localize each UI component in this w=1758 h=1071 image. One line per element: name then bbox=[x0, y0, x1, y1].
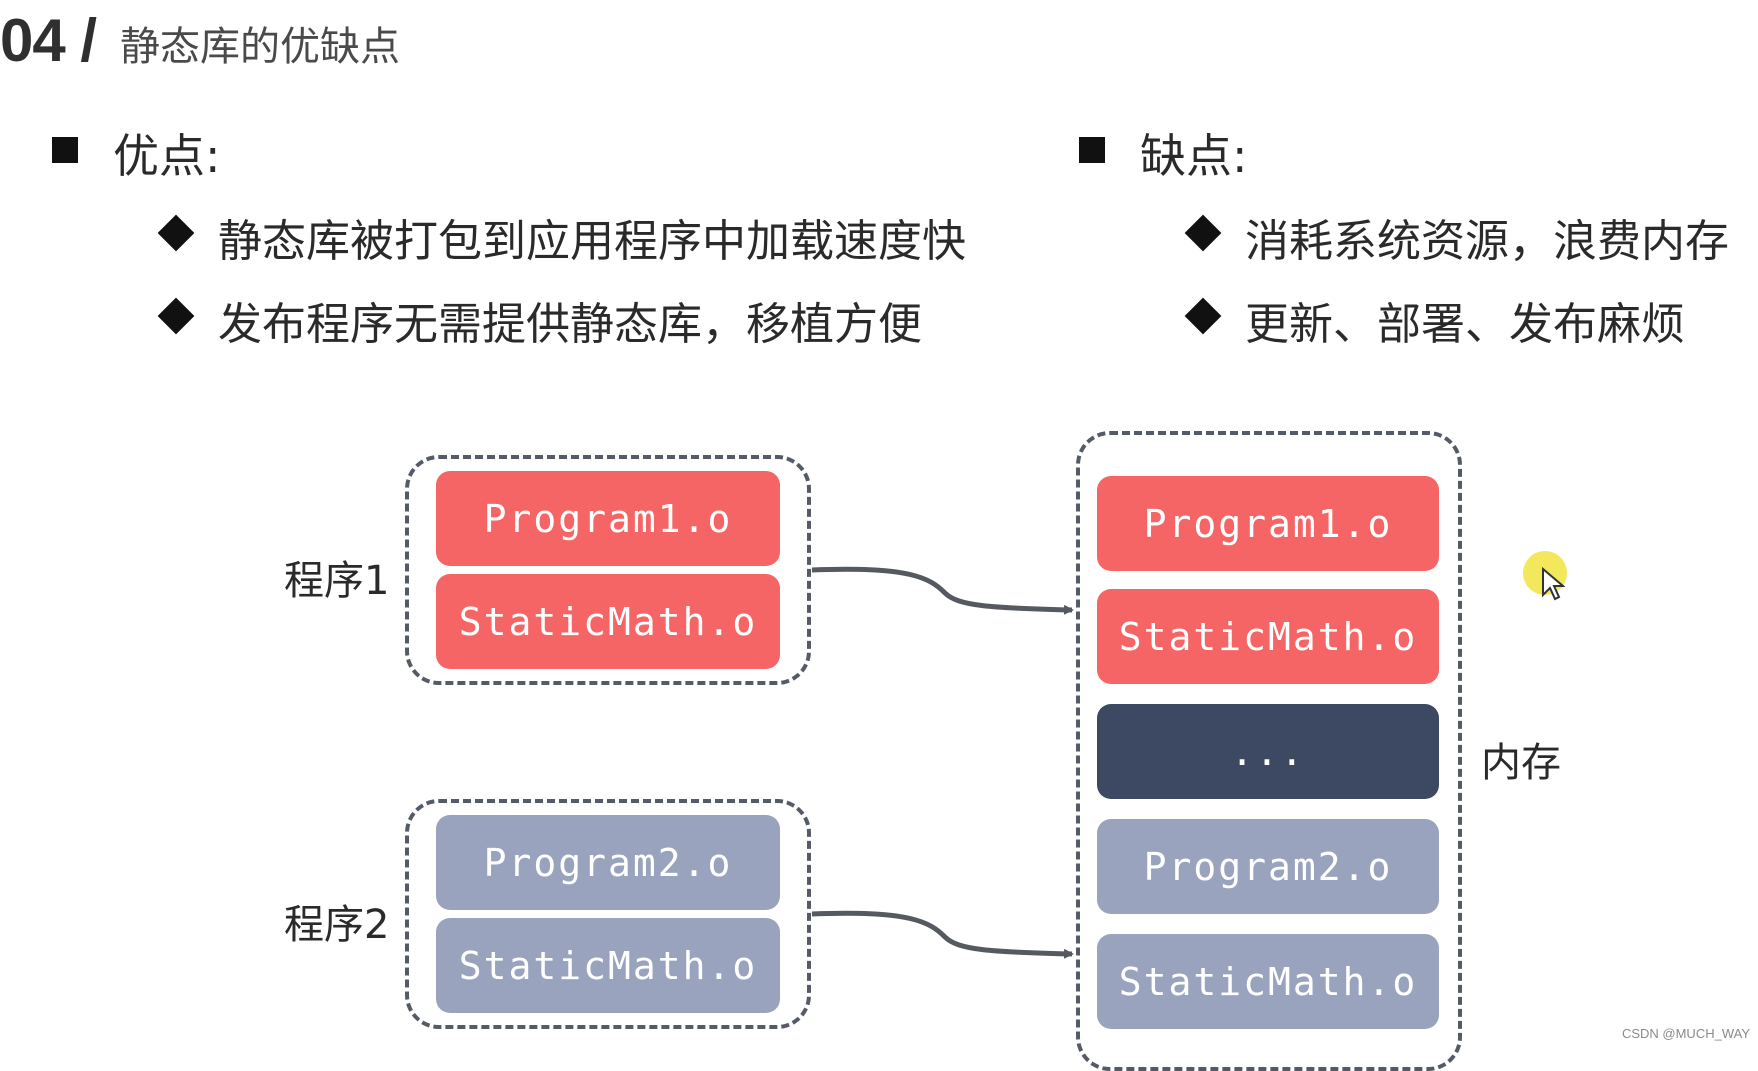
square-bullet-icon bbox=[1079, 137, 1105, 163]
connector-arrows bbox=[811, 566, 1074, 959]
program2-block-program: Program2.o bbox=[436, 815, 780, 910]
pros-heading: 优点: bbox=[113, 129, 221, 183]
square-bullet-icon bbox=[52, 137, 78, 163]
arrow-program1-to-memory bbox=[811, 566, 1074, 615]
memory-label: 内存 bbox=[1481, 740, 1561, 786]
pros-item-1: 静态库被打包到应用程序中加载速度快 bbox=[218, 216, 966, 267]
program2-block-staticmath: StaticMath.o bbox=[436, 918, 780, 1013]
program1-block-program: Program1.o bbox=[436, 471, 780, 566]
arrow-program2-to-memory bbox=[811, 910, 1074, 959]
cons-item-1: 消耗系统资源，浪费内存 bbox=[1245, 216, 1729, 267]
program2-label: 程序2 bbox=[284, 902, 390, 948]
slide-number: 04 / bbox=[0, 7, 97, 74]
slide-title: 静态库的优缺点 bbox=[120, 24, 400, 70]
watermark: CSDN @MUCH_WAY bbox=[1621, 1026, 1750, 1041]
program1-block-staticmath: StaticMath.o bbox=[436, 574, 780, 669]
mouse-pointer-icon bbox=[1542, 567, 1565, 601]
program1-label: 程序1 bbox=[284, 558, 390, 604]
pros-item-2: 发布程序无需提供静态库，移植方便 bbox=[218, 299, 922, 350]
memory-block-staticmath1: StaticMath.o bbox=[1097, 589, 1439, 684]
cons-heading: 缺点: bbox=[1140, 129, 1248, 183]
cons-item-2: 更新、部署、发布麻烦 bbox=[1245, 299, 1685, 350]
memory-block-staticmath2: StaticMath.o bbox=[1097, 934, 1439, 1029]
program1-frame bbox=[405, 455, 811, 685]
memory-block-program1: Program1.o bbox=[1097, 476, 1439, 571]
memory-block-ellipsis: ... bbox=[1097, 704, 1439, 799]
program2-frame bbox=[405, 799, 811, 1029]
memory-block-program2: Program2.o bbox=[1097, 819, 1439, 914]
